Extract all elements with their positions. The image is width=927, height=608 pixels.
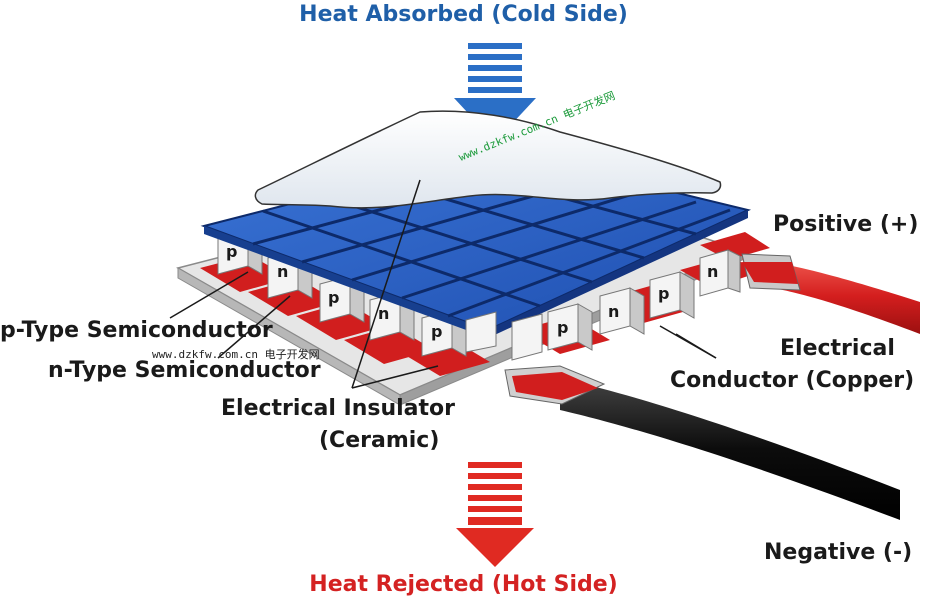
pellet-label-n: n bbox=[378, 304, 390, 323]
pellet-n-3 bbox=[599, 287, 645, 335]
title-heat-rejected: Heat Rejected (Hot Side) bbox=[309, 572, 618, 597]
pellet-label-n: n bbox=[277, 262, 289, 281]
pellet-n-4 bbox=[699, 249, 741, 297]
hot-arrow-icon bbox=[456, 462, 534, 567]
pellet-label-p: p bbox=[226, 242, 238, 261]
pellet-label-p: p bbox=[328, 288, 340, 307]
leader-p-type bbox=[169, 271, 249, 319]
label-p-type: p-Type Semiconductor bbox=[0, 318, 273, 343]
pellet-label-n: n bbox=[707, 262, 719, 281]
label-n-type: n-Type Semiconductor bbox=[48, 358, 321, 383]
negative-wire bbox=[504, 365, 900, 520]
pellet-label-n: n bbox=[608, 302, 620, 321]
label-conductor-line1: Electrical bbox=[780, 336, 895, 361]
leader-n-type bbox=[217, 295, 291, 359]
pellet-p-4 bbox=[547, 303, 593, 351]
label-conductor-line2: Conductor (Copper) bbox=[670, 368, 915, 393]
label-insulator-line1: Electrical Insulator bbox=[221, 396, 455, 421]
watermark-middle: www.dzkfw.com.cn 电子开发网 bbox=[152, 348, 320, 361]
leader-insulator-bottom bbox=[351, 365, 439, 389]
pellet-label-p: p bbox=[557, 318, 569, 337]
leader-lines bbox=[169, 179, 717, 389]
leader-insulator-top bbox=[351, 179, 421, 389]
title-heat-absorbed: Heat Absorbed (Cold Side) bbox=[299, 2, 628, 27]
leader-conductor-2 bbox=[675, 333, 717, 359]
label-insulator-line2: (Ceramic) bbox=[319, 428, 440, 453]
positive-wire bbox=[741, 253, 920, 334]
pellet-p-5 bbox=[649, 271, 695, 319]
pellet-label-p: p bbox=[431, 322, 443, 341]
cold-side-ceramic bbox=[254, 110, 722, 209]
front-pellets bbox=[465, 311, 543, 361]
pellet-label-p: p bbox=[658, 284, 670, 303]
label-positive: Positive (+) bbox=[773, 212, 919, 237]
label-negative: Negative (-) bbox=[764, 540, 913, 565]
